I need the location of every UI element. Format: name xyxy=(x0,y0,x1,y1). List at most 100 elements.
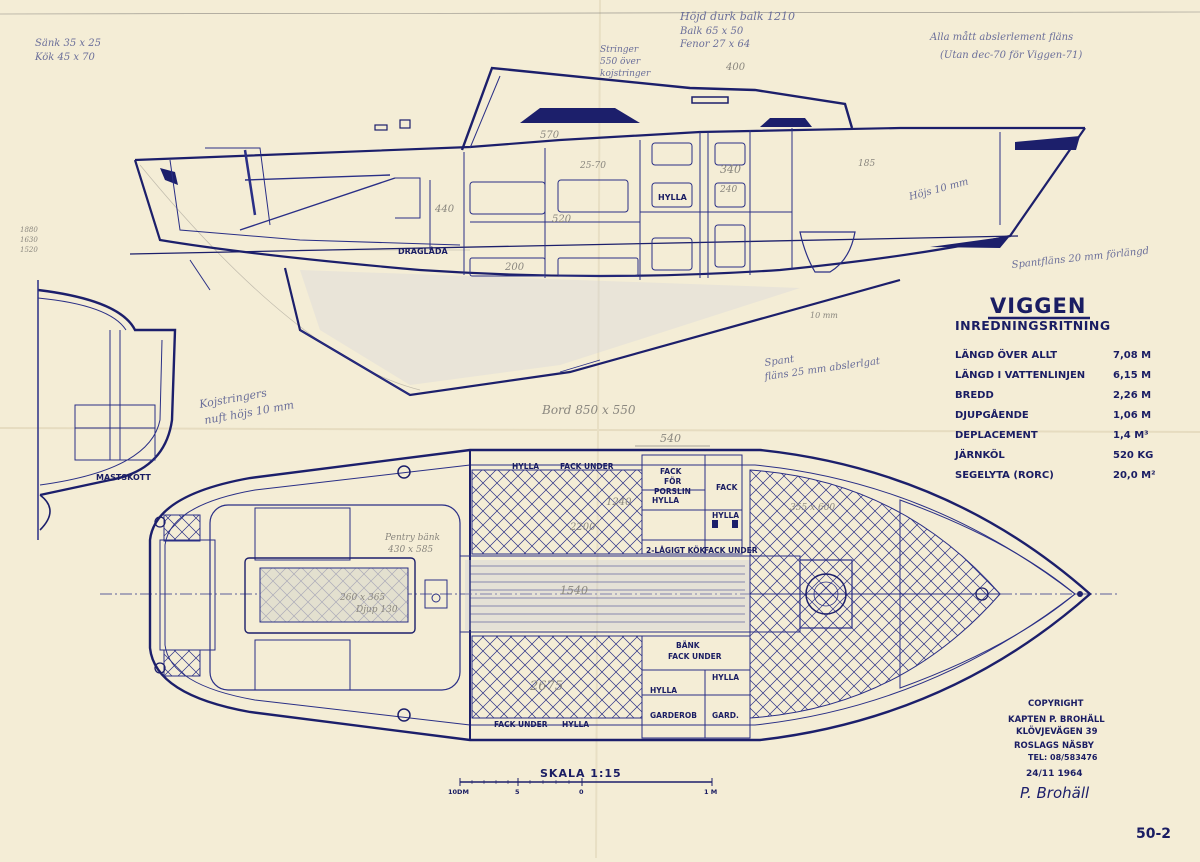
label-fack-under-mid: FACK UNDER xyxy=(704,546,758,555)
svg-text:1540: 1540 xyxy=(560,584,588,597)
label-fack-under-low: FACK UNDER xyxy=(668,652,722,661)
note-sank: Sänk 35 x 25 xyxy=(35,38,101,49)
drawing-number: 50-2 xyxy=(1136,826,1171,842)
label-hylla-top: HYLLA xyxy=(512,462,539,471)
cabin-top xyxy=(460,66,854,151)
title-name: VIGGEN xyxy=(990,294,1086,318)
svg-text:200: 200 xyxy=(504,262,525,273)
window-1 xyxy=(520,108,640,123)
spec-value-displacement: 1,4 M³ xyxy=(1113,430,1149,441)
spec-label-lwl: LÄNGD I VATTENLINJEN xyxy=(955,367,1085,381)
copyright-heading: COPYRIGHT xyxy=(1028,699,1084,709)
mastskott-label: MASTSKOTT xyxy=(96,473,151,482)
label-gard: GARD. xyxy=(712,711,739,720)
scale-title: SKALA 1:15 xyxy=(540,767,622,780)
berth-port xyxy=(471,469,643,555)
spec-label-keel: JÄRNKÖL xyxy=(954,447,1005,461)
svg-text:430 x 585: 430 x 585 xyxy=(387,545,433,555)
note-spant: Spant xyxy=(764,354,796,369)
spec-label-displacement: DEPLACEMENT xyxy=(955,430,1038,441)
note-pentry: Pentry bänk xyxy=(384,533,440,543)
window-2 xyxy=(760,118,812,127)
mastskott-section: MASTSKOTT xyxy=(37,280,177,540)
spec-value-loa: 7,08 M xyxy=(1113,350,1151,361)
svg-text:340: 340 xyxy=(720,163,741,176)
svg-text:400: 400 xyxy=(725,62,746,73)
copyright-street: KLÖVJEVÄGEN 39 xyxy=(1016,726,1098,737)
svg-text:FÖR: FÖR xyxy=(664,477,681,486)
scale-bar: SKALA 1:15 10DM 5 0 1 M xyxy=(448,767,717,796)
plan-view: HYLLA FACK UNDER FACK FÖR PORSLIN FACK H… xyxy=(100,62,1120,742)
spec-label-sail: SEGELYTA (RORC) xyxy=(955,470,1054,481)
svg-text:1520: 1520 xyxy=(20,246,38,254)
note-alla: Alla mått abslerlement fläns xyxy=(929,31,1073,43)
note-balk: Balk 65 x 50 xyxy=(679,26,744,37)
plan-dimensions: 540 400 2200 1540 2675 1240 355 x 600 Pe… xyxy=(339,62,835,694)
svg-text:Djup 130: Djup 130 xyxy=(355,605,398,615)
note-hojd: Höjd durk balk 1210 xyxy=(679,10,795,23)
label-hylla-mid2: HYLLA xyxy=(712,511,739,520)
svg-text:1880: 1880 xyxy=(20,226,38,234)
spec-label-draft: DJUPGÅENDE xyxy=(955,408,1029,421)
label-hylla-mid1: HYLLA xyxy=(652,496,679,505)
svg-text:550 över: 550 över xyxy=(600,57,641,67)
scale-tick-1m: 1 M xyxy=(704,788,717,796)
svg-text:540: 540 xyxy=(660,432,681,445)
mast-step xyxy=(805,573,847,615)
copyright-city: ROSLAGS NÄSBY xyxy=(1014,740,1095,751)
hull-plan xyxy=(148,448,1092,742)
scale-tick-0: 0 xyxy=(579,788,584,796)
scale-tick-10dm: 10DM xyxy=(448,788,469,796)
svg-text:kojstringer: kojstringer xyxy=(600,69,651,79)
copyright-phone: TEL: 08/583476 xyxy=(1028,753,1098,762)
svg-text:2200: 2200 xyxy=(569,522,596,533)
note-bord: Bord 850 x 550 xyxy=(541,403,636,417)
note-260: 260 x 365 xyxy=(339,593,385,603)
svg-text:25-70: 25-70 xyxy=(579,161,606,171)
svg-text:440: 440 xyxy=(434,204,455,215)
spec-label-loa: LÄNGD ÖVER ALLT xyxy=(955,347,1057,361)
note-fenor: Fenor 27 x 64 xyxy=(679,39,750,50)
plan-labels: HYLLA FACK UNDER FACK FÖR PORSLIN FACK H… xyxy=(494,462,758,729)
copyright-block: COPYRIGHT KAPTEN P. BROHÄLL KLÖVJEVÄGEN … xyxy=(1008,699,1105,802)
spec-value-lwl: 6,15 M xyxy=(1113,370,1151,381)
note-kok: Kök 45 x 70 xyxy=(34,52,96,63)
fold-line-h xyxy=(0,427,1200,433)
label-kok: 2-LÅGIGT KÖK xyxy=(646,546,706,555)
label-fack-under-top: FACK UNDER xyxy=(560,462,614,471)
sheet-border-top xyxy=(0,11,1200,15)
label-hylla-low1: HYLLA xyxy=(650,686,677,695)
spec-value-draft: 1,06 M xyxy=(1113,410,1151,421)
label-hylla-low2: HYLLA xyxy=(712,673,739,682)
v-berth-starboard xyxy=(749,593,1002,719)
label-fack-porslin: FACK xyxy=(660,467,683,476)
note-stringer: Stringer xyxy=(600,45,639,55)
toilet xyxy=(799,231,856,273)
waterline xyxy=(129,235,1019,255)
svg-text:570: 570 xyxy=(540,130,560,141)
drawing-date: 24/11 1964 xyxy=(1026,769,1083,779)
svg-text:PORSLIN: PORSLIN xyxy=(654,487,691,496)
svg-text:1630: 1630 xyxy=(20,236,38,244)
svg-text:355 x 600: 355 x 600 xyxy=(790,503,835,513)
spec-label-beam: BREDD xyxy=(955,390,994,401)
svg-text:2675: 2675 xyxy=(529,679,563,694)
specs-table: LÄNGD ÖVER ALLT 7,08 M LÄNGD I VATTENLIN… xyxy=(954,347,1156,481)
label-garderob: GARDEROB xyxy=(650,711,697,720)
berth-starboard xyxy=(471,635,643,719)
svg-text:10 mm: 10 mm xyxy=(810,311,838,320)
spec-value-beam: 2,26 M xyxy=(1113,390,1151,401)
svg-text:1240: 1240 xyxy=(606,497,632,508)
spec-value-keel: 520 KG xyxy=(1113,450,1153,461)
svg-text:185: 185 xyxy=(858,159,875,169)
side-elevation: DRAGLÅDA 570 520 440 340 240 185 HYLLA 2… xyxy=(129,66,1086,397)
label-hylla-bottom: HYLLA xyxy=(562,720,589,729)
spec-value-sail: 20,0 M² xyxy=(1113,470,1156,481)
copyright-name: KAPTEN P. BROHÄLL xyxy=(1008,714,1105,725)
label-bank: BÄNK xyxy=(676,641,701,650)
bow-stripe xyxy=(1015,136,1080,150)
note-utan: (Utan dec-70 för Viggen-71) xyxy=(940,50,1082,61)
svg-text:240: 240 xyxy=(719,185,737,195)
